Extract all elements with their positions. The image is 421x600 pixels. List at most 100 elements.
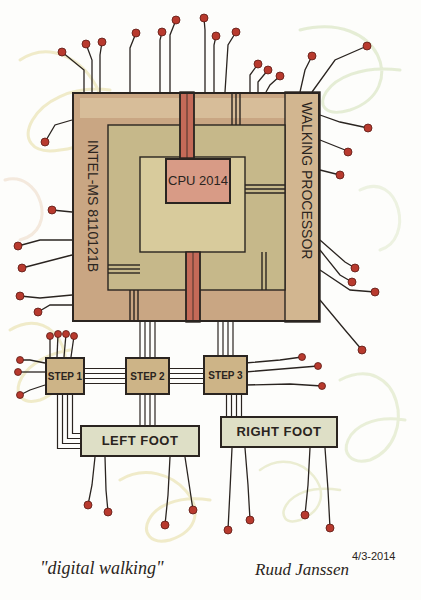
pin-dots-part (55, 331, 62, 338)
step-block: STEP 1 (45, 357, 85, 395)
watercolor-swirls (5, 27, 405, 541)
pin-wires-part (320, 140, 348, 152)
pin-dots-part (315, 363, 322, 370)
pin-dots-part (371, 288, 379, 296)
chip-body-part (186, 252, 200, 322)
box-label: CPU 2014 (168, 174, 228, 188)
watercolor-swirls-part (120, 473, 210, 541)
pin-wires-part (325, 448, 330, 528)
wire-bundle (140, 395, 155, 425)
pin-wires-part (305, 448, 310, 515)
pin-wires-part (105, 457, 108, 512)
pin-wires-part (320, 250, 352, 282)
pin-dots-part (172, 16, 180, 24)
pin-dots-part (299, 354, 306, 361)
wire-line (170, 368, 203, 369)
pin-wires-part (204, 18, 205, 92)
pin-dots-part (41, 138, 49, 146)
wire-line (149, 395, 150, 425)
pin-dots-part (34, 308, 42, 316)
chip-body-part (199, 252, 200, 322)
chip-body-part (193, 252, 194, 322)
pin-dots-part (363, 42, 371, 50)
wire-line (241, 395, 242, 416)
pin-dots-part (246, 516, 254, 524)
signature: Ruud Janssen (255, 560, 349, 580)
step-block: STEP 2 (125, 357, 170, 395)
wire-bundle (170, 369, 203, 384)
pin-wires-part (245, 357, 302, 363)
wire-bundle (227, 395, 242, 416)
wire-line (144, 395, 145, 425)
wire-line (73, 395, 81, 434)
wire-line (144, 322, 145, 357)
caption: "digital walking" (40, 558, 164, 579)
chip-body-part (108, 272, 140, 273)
chip-name: WALKING PROCESSOR (300, 102, 314, 259)
pin-wires-part (18, 371, 45, 372)
chip-body-part (245, 184, 285, 185)
pin-dots-part (48, 206, 56, 214)
chip-body-part (140, 157, 245, 252)
wire-line (85, 373, 125, 374)
chip-body-part (137, 290, 138, 322)
chip-body-part (231, 92, 232, 125)
pin-wires-part (38, 305, 72, 312)
pin-dots (14, 14, 379, 534)
wire-line (217, 322, 218, 355)
wire-line (149, 322, 150, 357)
pin-dots-part (104, 508, 112, 516)
pin-dots-part (232, 28, 240, 36)
pin-dots-part (348, 278, 356, 286)
chip-body-part (133, 290, 134, 322)
pin-wires-part (18, 240, 72, 246)
chip-body-part (265, 252, 266, 290)
pin-wires-part (86, 44, 92, 92)
pin-wires-part (170, 20, 176, 92)
pin-wires-part (245, 448, 250, 520)
pin-wires-part (185, 457, 193, 510)
box-label: LEFT FOOT (102, 434, 179, 448)
wire-line (226, 395, 227, 416)
chip-body (72, 92, 320, 322)
pin-dots-part (344, 148, 352, 156)
wire-line (227, 322, 228, 355)
wire-line (85, 378, 125, 379)
chip-body-part (108, 264, 140, 265)
pin-dots-part (71, 333, 78, 340)
cpu-core: CPU 2014 (165, 158, 231, 204)
wire-line (232, 322, 233, 355)
pin-wires-part (320, 115, 368, 128)
pin-wires-part (130, 33, 136, 92)
pin-dots-part (336, 171, 344, 179)
pin-dots-part (58, 48, 66, 56)
pin-dots-part (326, 524, 334, 532)
chip-body-part (239, 92, 240, 125)
pin-dots-part (14, 242, 22, 250)
wire-line (170, 383, 203, 384)
step-block: STEP 3 (203, 355, 248, 395)
wire-line (85, 368, 125, 369)
box-label: STEP 1 (48, 371, 82, 382)
watercolor-swirls-part (360, 186, 400, 250)
pin-dots-part (200, 14, 208, 22)
chip-body-part (261, 252, 262, 290)
pin-dots-part (189, 506, 197, 514)
pin-dots-part (16, 292, 24, 300)
chip-body-part (179, 92, 180, 158)
pin-wires-part (20, 385, 45, 395)
watercolor-swirls-part (340, 374, 405, 461)
pin-wires-part (312, 46, 367, 92)
pin-wires-part (214, 36, 216, 92)
pin-wires-part (225, 32, 236, 92)
date: 4/3-2014 (352, 550, 395, 562)
box-label: STEP 2 (130, 371, 164, 382)
wire-line (63, 395, 81, 444)
chip-body-part (235, 92, 236, 125)
wire-bundle (85, 369, 125, 384)
wire-line (58, 395, 81, 449)
pin-wires-part (100, 42, 102, 92)
chip-body-part (285, 92, 320, 322)
